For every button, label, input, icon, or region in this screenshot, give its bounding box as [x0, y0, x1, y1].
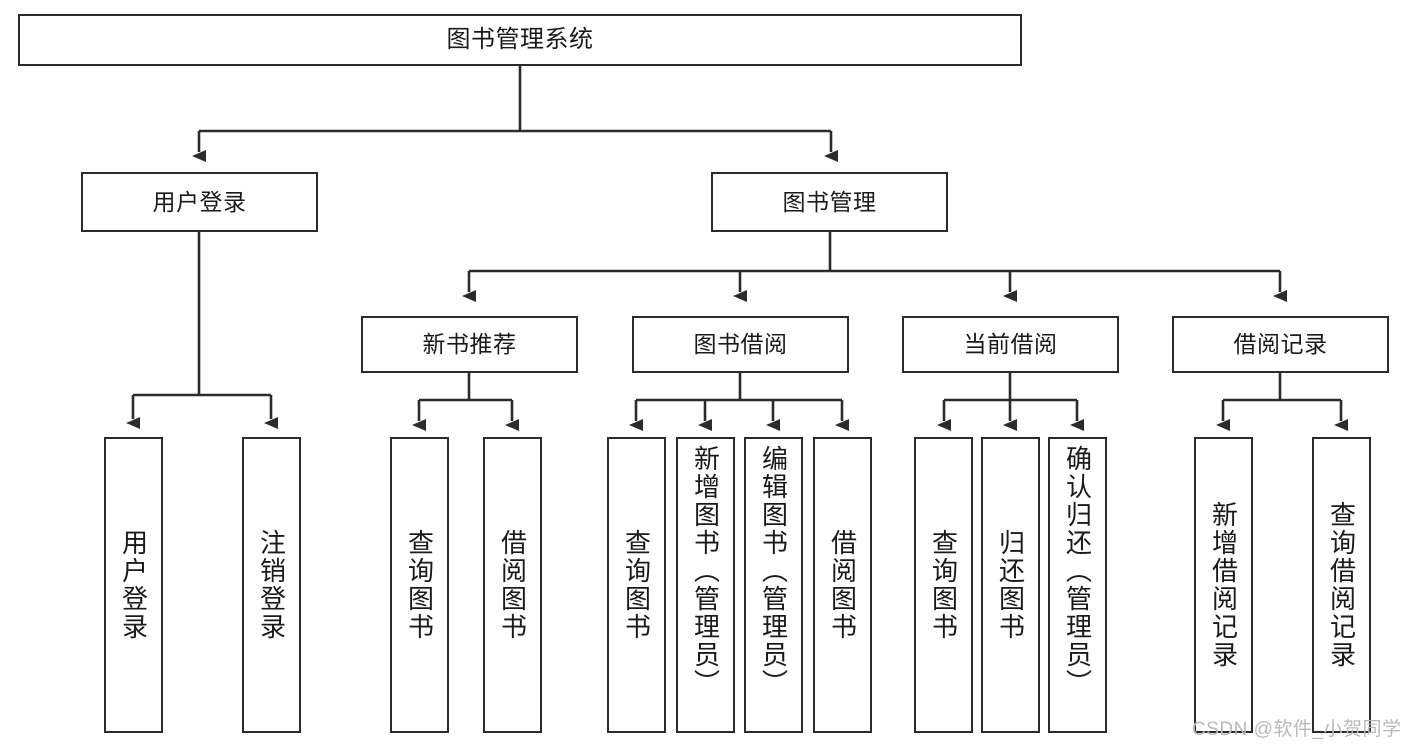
- node-current-borrow[interactable]: 当前借阅: [902, 316, 1119, 373]
- node-label: 归还图书: [995, 529, 1026, 641]
- node-label: 图书管理系统: [446, 26, 594, 54]
- node-label: 用户登录: [152, 188, 247, 215]
- node-root-system[interactable]: 图书管理系统: [18, 14, 1022, 66]
- node-label: 新增借阅记录: [1208, 501, 1239, 669]
- leaf-record-query-record[interactable]: 查询借阅记录: [1312, 437, 1371, 733]
- node-book-management[interactable]: 图书管理: [711, 172, 948, 232]
- node-borrow-record[interactable]: 借阅记录: [1172, 316, 1389, 373]
- leaf-borrow-add-book-admin[interactable]: 新增图书（管理员）: [676, 437, 735, 733]
- node-label: 借阅记录: [1233, 331, 1328, 358]
- node-label: 查询借阅记录: [1326, 501, 1357, 669]
- leaf-recommend-borrow-book[interactable]: 借阅图书: [483, 437, 542, 733]
- node-book-borrow[interactable]: 图书借阅: [632, 316, 849, 373]
- node-label: 借阅图书: [497, 529, 528, 641]
- leaf-current-confirm-return-admin[interactable]: 确认归还（管理员）: [1048, 437, 1107, 733]
- node-label: 查询图书: [404, 529, 435, 641]
- node-label: 新增图书（管理员）: [690, 445, 721, 697]
- node-label: 图书管理: [782, 188, 877, 215]
- node-label: 图书借阅: [693, 331, 788, 358]
- node-label: 查询图书: [621, 529, 652, 641]
- node-label: 确认归还（管理员）: [1062, 445, 1093, 697]
- node-label: 用户登录: [118, 529, 149, 641]
- node-label: 新书推荐: [422, 331, 517, 358]
- node-new-book-recommend[interactable]: 新书推荐: [361, 316, 578, 373]
- node-label: 编辑图书（管理员）: [758, 445, 789, 697]
- leaf-current-return-book[interactable]: 归还图书: [981, 437, 1040, 733]
- node-label: 借阅图书: [827, 529, 858, 641]
- csdn-watermark: CSDN @软件_小贺同学: [1192, 719, 1402, 740]
- node-label: 当前借阅: [963, 331, 1058, 358]
- leaf-user-login-logout[interactable]: 注销登录: [242, 437, 301, 733]
- leaf-record-add-record[interactable]: 新增借阅记录: [1194, 437, 1253, 733]
- node-label: 注销登录: [256, 529, 287, 641]
- node-label: 查询图书: [928, 529, 959, 641]
- node-user-login[interactable]: 用户登录: [81, 172, 318, 232]
- leaf-user-login-login[interactable]: 用户登录: [104, 437, 163, 733]
- leaf-recommend-query-book[interactable]: 查询图书: [390, 437, 449, 733]
- leaf-borrow-borrow-book[interactable]: 借阅图书: [813, 437, 872, 733]
- leaf-borrow-edit-book-admin[interactable]: 编辑图书（管理员）: [744, 437, 803, 733]
- leaf-borrow-query-book[interactable]: 查询图书: [607, 437, 666, 733]
- leaf-current-query-book[interactable]: 查询图书: [914, 437, 973, 733]
